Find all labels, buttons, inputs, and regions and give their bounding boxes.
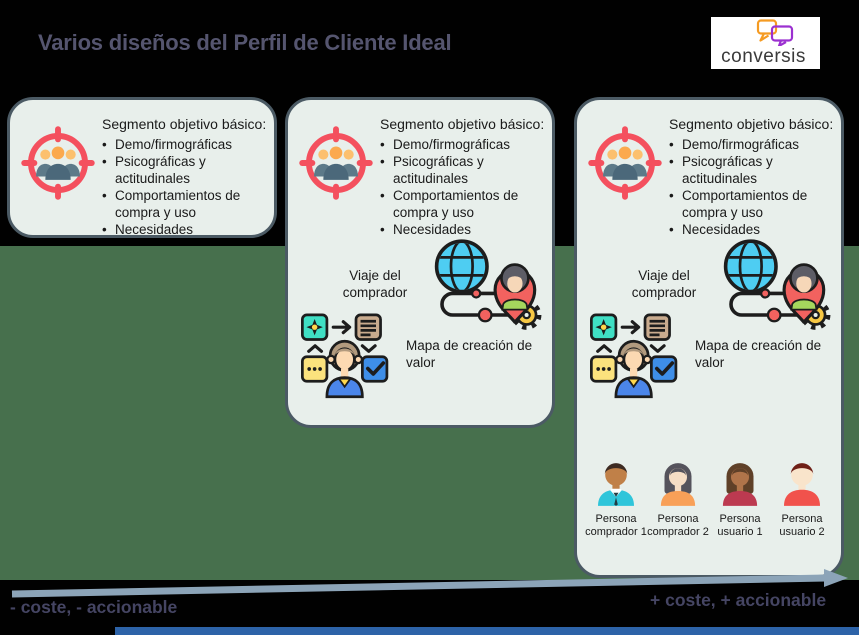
bullet-item: • Comportamientos de compra y uso: [102, 187, 254, 221]
bullet-text: Demo/firmográficas: [393, 137, 511, 152]
bullet-item: • Demo/firmográficas: [669, 136, 821, 153]
value-map-icon: [585, 308, 685, 400]
persona-usuario-2: Persona usuario 2: [771, 450, 833, 539]
bullet-text: Psicográficas y actitudinales: [115, 154, 206, 186]
segment-bullet-list: • Demo/firmográficas • Psicográficas y act…: [380, 136, 544, 238]
page-title: Varios diseños del Perfil de Cliente Ide…: [38, 30, 452, 55]
segment-heading: Segmento objetivo básico:: [102, 116, 267, 132]
persona-label: Persona usuario 2: [779, 513, 825, 538]
bullet-dot: •: [380, 222, 385, 237]
logo-text: conversis: [721, 46, 806, 67]
bullet-item: • Comportamientos de compra y uso: [669, 187, 821, 221]
bullet-item: • Comportamientos de compra y uso: [380, 187, 532, 221]
bullet-dot: •: [669, 188, 674, 203]
bullet-dot: •: [669, 137, 674, 152]
speech-bubbles-icon: [756, 19, 794, 46]
bullet-dot: •: [102, 137, 107, 152]
conversis-logo: conversis: [711, 17, 820, 69]
bullet-item: • Psicográficas y actitudinales: [669, 153, 821, 187]
profile-card-journey: Segmento objetivo básico: • Demo/firmográ…: [285, 97, 555, 428]
value-map-label: Mapa de creación de valor: [406, 338, 533, 370]
segment-bullet-list: • Demo/firmográficas • Psicográficas y act…: [102, 136, 266, 238]
segment-heading: Segmento objetivo básico:: [380, 116, 545, 132]
bullet-dot: •: [102, 188, 107, 203]
bullet-text: Psicográficas y actitudinales: [682, 154, 773, 186]
persona-avatar-icon: [775, 450, 829, 506]
value-map-icon: [296, 308, 396, 400]
persona-comprador-2: Persona comprador 2: [647, 450, 709, 539]
value-map-block: Mapa de creación de valor: [296, 308, 534, 400]
value-map-label: Mapa de creación de valor: [695, 338, 822, 370]
bullet-item: • Demo/firmográficas: [102, 136, 254, 153]
buyer-journey-block: Viaje del comprador: [328, 234, 554, 333]
persona-label: Persona usuario 1: [717, 513, 763, 538]
bullet-dot: •: [102, 154, 107, 169]
bullet-text: Necesidades: [115, 222, 194, 237]
cost-axis-arrow: [11, 569, 848, 598]
buyer-journey-block: Viaje del comprador: [617, 234, 843, 333]
bullet-text: Comportamientos de compra y uso: [393, 188, 519, 220]
persona-avatar-icon: [713, 450, 767, 506]
persona-usuario-1: Persona usuario 1: [709, 450, 771, 539]
bullet-item: • Psicográficas y actitudinales: [380, 153, 532, 187]
bullet-text: Demo/firmográficas: [115, 137, 233, 152]
profile-card-basic: Segmento objetivo básico: • Demo/firmográ…: [7, 97, 277, 238]
buyer-journey-label: Viaje del comprador: [631, 267, 697, 300]
segment-heading: Segmento objetivo básico:: [669, 116, 834, 132]
bullet-item: • Necesidades: [380, 221, 532, 238]
segment-bullet-list: • Demo/firmográficas • Psicográficas y act…: [669, 136, 833, 238]
target-audience-icon: [298, 122, 374, 204]
bullet-text: Necesidades: [682, 222, 761, 237]
bottom-edge-bar: [115, 627, 859, 635]
target-audience-icon: [587, 122, 663, 204]
bullet-text: Necesidades: [393, 222, 472, 237]
bullet-text: Psicográficas y actitudinales: [393, 154, 484, 186]
persona-comprador-1: Persona comprador 1: [585, 450, 647, 539]
bullet-item: • Demo/firmográficas: [380, 136, 532, 153]
segment-block: Segmento objetivo básico: • Demo/firmográ…: [587, 114, 837, 238]
bullet-dot: •: [380, 154, 385, 169]
persona-avatar-icon: [651, 450, 705, 506]
bullet-dot: •: [669, 222, 674, 237]
axis-label-right: + coste, + accionable: [650, 590, 827, 610]
persona-label: Persona comprador 1: [585, 513, 647, 538]
bullet-dot: •: [102, 222, 107, 237]
bullet-text: Demo/firmográficas: [682, 137, 800, 152]
buyer-journey-label: Viaje del comprador: [342, 267, 408, 300]
bullet-text: Comportamientos de compra y uso: [115, 188, 241, 220]
bullet-dot: •: [669, 154, 674, 169]
persona-label: Persona comprador 2: [647, 513, 709, 538]
bullet-item: • Psicográficas y actitudinales: [102, 153, 254, 187]
bullet-text: Comportamientos de compra y uso: [682, 188, 808, 220]
segment-block: Segmento objetivo básico: • Demo/firmográ…: [20, 114, 270, 238]
axis-label-left: - coste, - accionable: [10, 597, 178, 617]
bullet-dot: •: [380, 137, 385, 152]
profile-card-personas: Segmento objetivo básico: • Demo/firmográ…: [574, 97, 844, 578]
bullet-item: • Necesidades: [102, 221, 254, 238]
segment-block: Segmento objetivo básico: • Demo/firmográ…: [298, 114, 548, 238]
value-map-block: Mapa de creación de valor: [585, 308, 823, 400]
bullet-dot: •: [380, 188, 385, 203]
personas-row: Persona comprador 1 Persona comprador 2 …: [581, 450, 837, 539]
target-audience-icon: [20, 122, 96, 204]
bullet-item: • Necesidades: [669, 221, 821, 238]
persona-avatar-icon: [589, 450, 643, 506]
